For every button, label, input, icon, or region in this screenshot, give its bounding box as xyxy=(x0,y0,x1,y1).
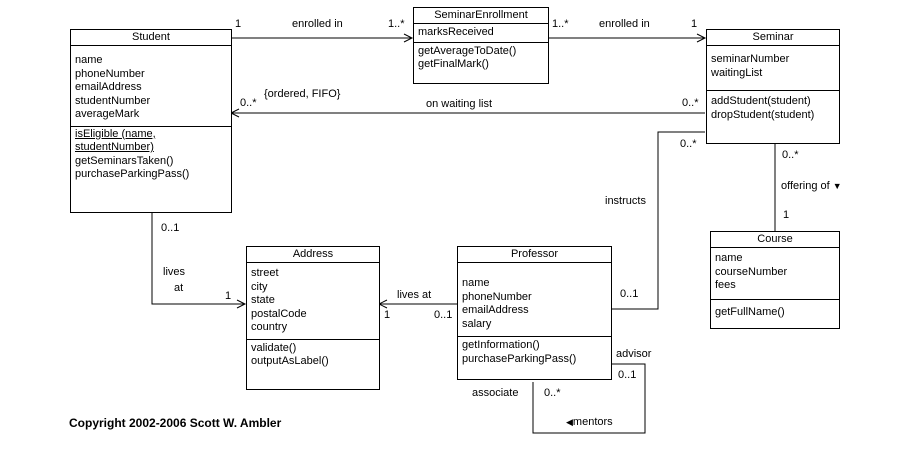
label-ordered-fifo: {ordered, FIFO} xyxy=(264,88,341,100)
class-name: Address xyxy=(247,247,379,263)
label-enrolled-in-2: enrolled in xyxy=(599,18,650,30)
operation: addStudent(student) xyxy=(711,95,811,107)
attribute: emailAddress xyxy=(462,304,529,316)
class-course: Course name courseNumber fees getFullNam… xyxy=(710,231,840,329)
class-name: Seminar xyxy=(707,30,839,46)
operations: validate() outputAsLabel() xyxy=(247,338,379,373)
attribute: emailAddress xyxy=(75,81,142,93)
operations: getFullName() xyxy=(711,298,839,324)
mult-student-enroll: 1 xyxy=(235,18,242,30)
class-professor: Professor name phoneNumber emailAddress … xyxy=(457,246,612,380)
class-student: Student name phoneNumber emailAddress st… xyxy=(70,29,232,213)
label-on-waiting-list: on waiting list xyxy=(426,98,493,110)
operation: purchaseParkingPass() xyxy=(75,168,190,180)
mult-student-waiting: 0..* xyxy=(240,97,257,109)
attribute: waitingList xyxy=(711,66,763,79)
attribute: averageMark xyxy=(75,108,140,120)
triangle-down-icon: ▼ xyxy=(832,181,842,191)
attributes: seminarNumber waitingList xyxy=(707,46,839,90)
class-name: SeminarEnrollment xyxy=(414,8,548,24)
class-name: Course xyxy=(711,232,839,248)
attribute: phoneNumber xyxy=(462,290,532,303)
attribute: seminarNumber xyxy=(711,53,790,65)
line-student-address xyxy=(151,212,245,305)
attribute: country xyxy=(251,321,288,333)
label-mentors: ◀mentors xyxy=(566,416,613,429)
attribute: phoneNumber xyxy=(75,67,145,80)
label-lives: lives xyxy=(163,266,186,278)
mult-associate: 0..* xyxy=(544,387,561,399)
attribute: courseNumber xyxy=(715,265,788,278)
mult-advisor: 0..1 xyxy=(618,369,637,381)
operation: dropStudent(student) xyxy=(711,108,815,121)
operation: studentNumber) xyxy=(75,141,231,155)
mult-seminar-instructs: 0..* xyxy=(680,138,697,150)
operation-underlined: studentNumber) xyxy=(75,141,154,153)
operation: getInformation() xyxy=(462,339,540,351)
attributes: name phoneNumber emailAddress salary xyxy=(458,263,611,336)
label-offering-of: offering of ▼ xyxy=(781,180,842,193)
mult-seminar-enroll: 1 xyxy=(691,18,698,30)
class-name: Student xyxy=(71,30,231,46)
mult-address-student: 1 xyxy=(225,290,232,302)
label-at: at xyxy=(174,282,184,294)
label-lives-at: lives at xyxy=(397,289,432,301)
attribute: marksReceived xyxy=(418,26,494,38)
label-instructs: instructs xyxy=(605,195,646,207)
operations: getInformation() purchaseParkingPass() xyxy=(458,336,611,370)
mult-seminar-course: 0..* xyxy=(782,149,799,161)
copyright-notice: Copyright 2002-2006 Scott W. Ambler xyxy=(69,416,282,430)
label-mentors-text: mentors xyxy=(572,416,613,428)
arrow-address xyxy=(236,299,247,309)
mult-professor-instructs: 0..1 xyxy=(620,288,639,300)
operation: getFullName() xyxy=(715,305,785,318)
operations: addStudent(student) dropStudent(student) xyxy=(707,90,839,126)
operation: outputAsLabel() xyxy=(251,355,329,367)
label-associate: associate xyxy=(472,387,519,399)
line-mentors xyxy=(532,363,646,434)
attribute: fees xyxy=(715,279,736,291)
attribute: name xyxy=(462,277,490,289)
mult-enroll-left: 1..* xyxy=(388,18,405,30)
operation: getAverageToDate() xyxy=(418,44,517,57)
arrow-seminar xyxy=(696,33,707,43)
mult-professor-address: 0..1 xyxy=(434,309,453,321)
operations: getAverageToDate() getFinalMark() xyxy=(414,41,548,76)
attribute: name xyxy=(75,54,103,66)
attributes: name phoneNumber emailAddress studentNum… xyxy=(71,46,231,126)
line-instructs xyxy=(611,131,705,310)
attribute: studentNumber xyxy=(75,94,151,107)
triangle-left-icon: ◀ xyxy=(566,417,573,427)
label-offering-text: offering of xyxy=(781,180,830,192)
operation: getSeminarsTaken() xyxy=(75,154,174,167)
mult-course-seminar: 1 xyxy=(783,209,790,221)
attribute: postalCode xyxy=(251,307,307,320)
operation: purchaseParkingPass() xyxy=(462,352,577,365)
attribute: street xyxy=(251,267,279,279)
class-seminar-enrollment: SeminarEnrollment marksReceived getAvera… xyxy=(413,7,549,84)
attributes: name courseNumber fees xyxy=(711,248,839,299)
attribute: city xyxy=(251,280,268,293)
label-advisor: advisor xyxy=(616,348,652,360)
class-address: Address street city state postalCode cou… xyxy=(246,246,380,390)
class-seminar: Seminar seminarNumber waitingList addStu… xyxy=(706,29,840,144)
arrow-enrollment xyxy=(403,33,414,43)
operation: isEligible (name, xyxy=(75,127,156,140)
attributes: street city state postalCode country xyxy=(247,263,379,339)
attribute: state xyxy=(251,294,275,306)
operations: isEligible (name, studentNumber) getSemi… xyxy=(71,125,231,186)
attribute: name xyxy=(715,252,743,264)
label-enrolled-in-1: enrolled in xyxy=(292,18,343,30)
class-name: Professor xyxy=(458,247,611,263)
mult-student-address: 0..1 xyxy=(161,222,180,234)
operation: getFinalMark() xyxy=(418,58,489,70)
attributes: marksReceived xyxy=(414,24,548,42)
mult-enroll-right: 1..* xyxy=(552,18,569,30)
attribute: salary xyxy=(462,317,492,330)
mult-address-professor: 1 xyxy=(384,309,391,321)
operation: validate() xyxy=(251,341,297,354)
mult-seminar-waiting: 0..* xyxy=(682,97,699,109)
